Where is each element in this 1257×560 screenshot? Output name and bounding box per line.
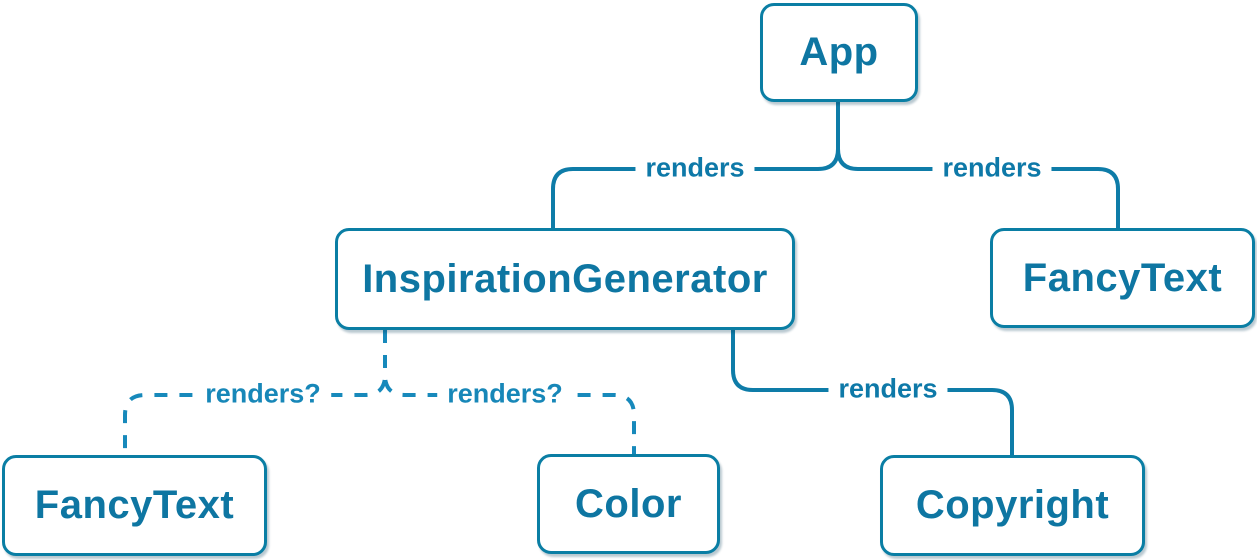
node-copyright-label: Copyright bbox=[915, 483, 1110, 527]
edge-label-renders-app-fancytext: renders bbox=[932, 152, 1052, 184]
node-color: Color bbox=[537, 454, 720, 554]
node-fancy-text-top-label: FancyText bbox=[1022, 255, 1223, 300]
node-app-label: App bbox=[799, 30, 879, 74]
node-fancy-text-top: FancyText bbox=[990, 228, 1255, 328]
node-copyright: Copyright bbox=[880, 455, 1145, 556]
node-inspiration-generator: InspirationGenerator bbox=[335, 228, 795, 330]
edge-label-renders-inspirationgenerator-copyright: renders bbox=[828, 373, 948, 405]
node-inspiration-generator-label: InspirationGenerator bbox=[362, 256, 768, 301]
edge-label-renders-app-inspirationgenerator: renders bbox=[635, 152, 755, 184]
node-fancy-text-bottom: FancyText bbox=[2, 455, 267, 556]
edge-label-renders-conditional-fancytext: renders? bbox=[195, 378, 331, 410]
node-fancy-text-bottom-label: FancyText bbox=[34, 483, 235, 527]
node-app: App bbox=[760, 3, 918, 102]
node-color-label: Color bbox=[575, 481, 682, 526]
edge-label-renders-conditional-color: renders? bbox=[437, 378, 573, 410]
